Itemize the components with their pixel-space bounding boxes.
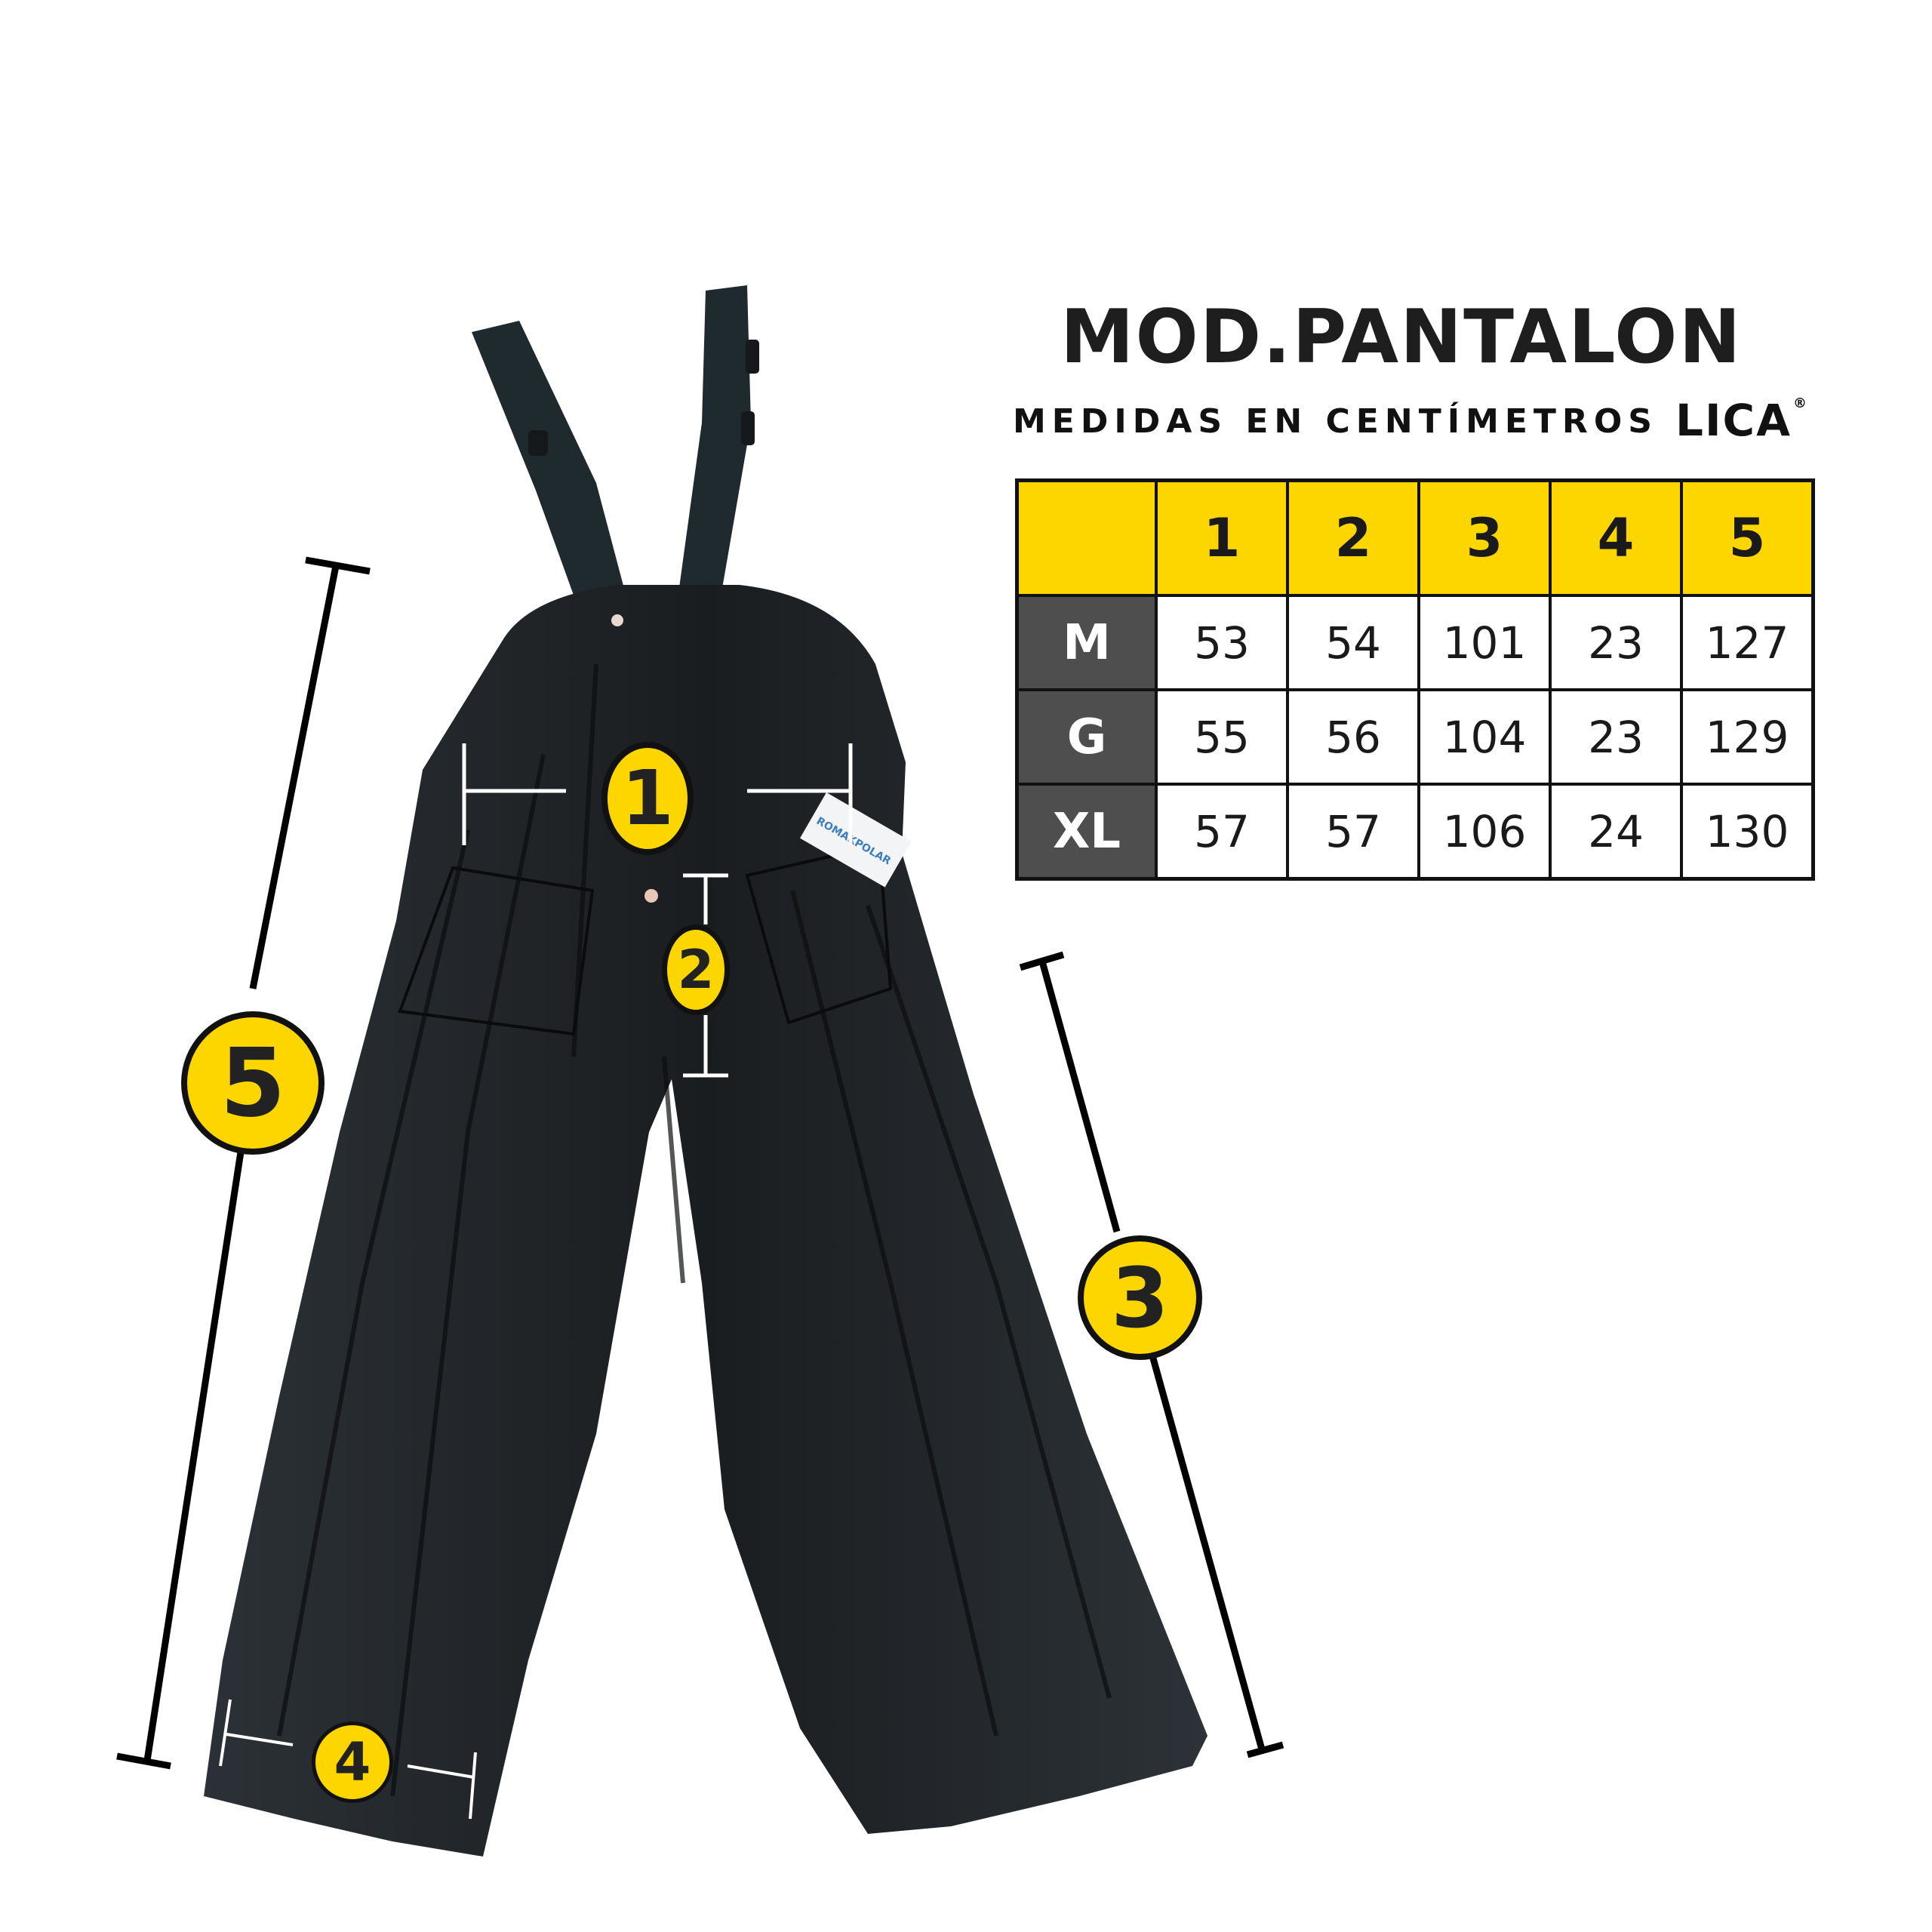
table-cell: 53: [1155, 594, 1289, 691]
left-pocket: [398, 866, 595, 1036]
measure-line-5: [116, 556, 371, 1770]
table-cell: 56: [1286, 688, 1420, 786]
table-header-row: 1 2 3 4 5: [1015, 478, 1815, 597]
table-row: XL 57 57 106 24 130: [1015, 783, 1815, 881]
measure-line-2: [683, 873, 728, 1078]
table-cell: 23: [1549, 688, 1683, 786]
size-table: 1 2 3 4 5 M 53 54 101 23 127 G 55 56 104…: [1015, 478, 1815, 881]
table-cell: 130: [1680, 783, 1815, 881]
measure-badge-1: 1: [601, 742, 694, 855]
snap-button: [645, 889, 658, 903]
page-title: MOD.PANTALON: [1060, 294, 1743, 380]
brand-name: LICA: [1675, 395, 1792, 446]
size-label: M: [1015, 594, 1158, 691]
measure-badge-3: 3: [1078, 1235, 1202, 1360]
column-header: 1: [1155, 478, 1289, 597]
size-label: XL: [1015, 783, 1158, 881]
pants-body: [204, 585, 1208, 1857]
table-cell: 23: [1549, 594, 1683, 691]
table-corner-cell: [1015, 478, 1158, 597]
table-cell: 101: [1417, 594, 1552, 691]
column-header: 5: [1680, 478, 1815, 597]
measure-badge-4: 4: [312, 1721, 393, 1803]
table-row: G 55 56 104 23 129: [1015, 688, 1815, 786]
column-header: 4: [1549, 478, 1683, 597]
brand-logo: LICA®: [1675, 395, 1808, 443]
table-row: M 53 54 101 23 127: [1015, 594, 1815, 691]
quilting-seams: [277, 663, 1112, 1797]
units-subtitle: MEDIDAS EN CENTÍMETROS: [1013, 402, 1658, 441]
measure-line-1: [462, 743, 853, 845]
column-header: 3: [1417, 478, 1552, 597]
table-cell: 106: [1417, 783, 1552, 881]
measure-badge-2: 2: [662, 924, 730, 1015]
table-cell: 57: [1155, 783, 1289, 881]
table-cell: 104: [1417, 688, 1552, 786]
measure-line-3: [1019, 951, 1284, 1758]
column-header: 2: [1286, 478, 1420, 597]
measure-line-4: [219, 1699, 477, 1820]
snap-button: [611, 614, 623, 626]
table-cell: 57: [1286, 783, 1420, 881]
size-label: G: [1015, 688, 1158, 786]
table-cell: 24: [1549, 783, 1683, 881]
table-cell: 54: [1286, 594, 1420, 691]
registered-mark: ®: [1793, 395, 1808, 411]
table-cell: 55: [1155, 688, 1289, 786]
measure-badge-5: 5: [181, 1011, 325, 1155]
table-cell: 127: [1680, 594, 1815, 691]
suspender-straps: [472, 285, 759, 626]
table-cell: 129: [1680, 688, 1815, 786]
